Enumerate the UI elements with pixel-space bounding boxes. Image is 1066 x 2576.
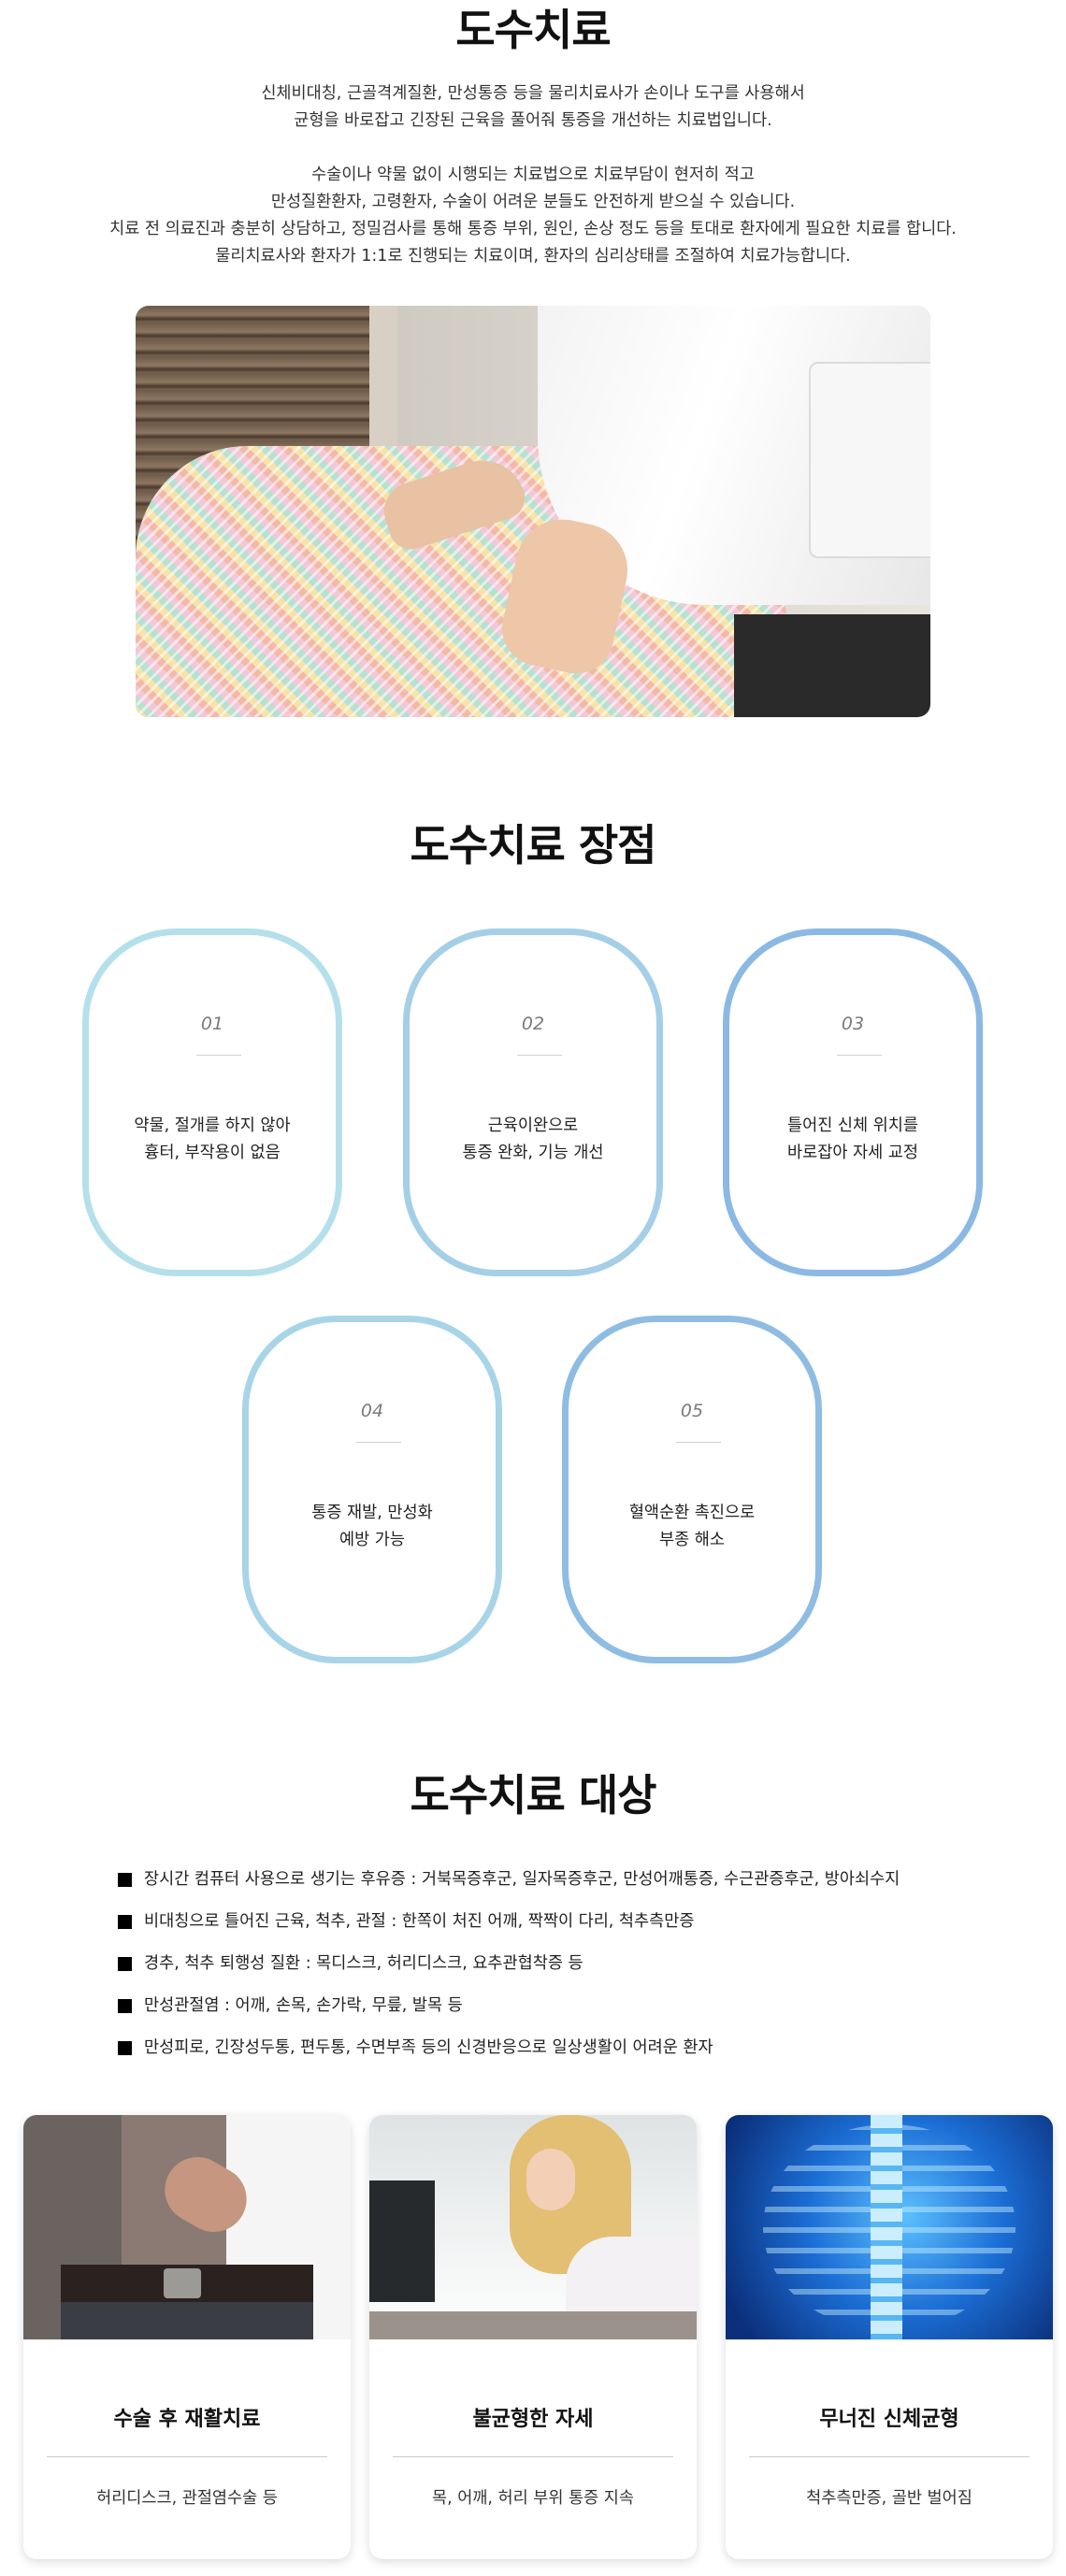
office-worker-photo: [369, 2115, 697, 2339]
divider: [393, 2456, 673, 2457]
target-card: 무너진 신체균형 척추측만증, 골반 벌어짐: [726, 2115, 1053, 2559]
target-card-subtitle: 척추측만증, 골반 벌어짐: [806, 2489, 972, 2508]
advantage-text: 통증 재발, 만성화 예방 가능: [311, 1504, 433, 1549]
target-card: 수술 후 재활치료 허리디스크, 관절염수술 등: [23, 2115, 351, 2559]
advantage-text: 틀어진 신체 위치를 바로잡아 자세 교정: [787, 1116, 918, 1162]
list-item: 만성관절염 : 어깨, 손목, 손가락, 무릎, 발목 등: [118, 1993, 959, 2035]
advantage-text: 약물, 절개를 하지 않아 흉터, 부작용이 없음: [134, 1116, 291, 1162]
advantage-number: 02: [521, 1014, 545, 1034]
advantage-card: 05 혈액순환 촉진으로 부종 해소: [562, 1316, 822, 1663]
advantage-text: 근육이완으로 통증 완화, 기능 개선: [462, 1116, 604, 1162]
advantage-number: 01: [200, 1014, 224, 1034]
target-card-title: 수술 후 재활치료: [113, 2408, 261, 2431]
intro-text: 신체비대칭, 근골격계질환, 만성통증 등을 물리치료사가 손이나 도구를 사용…: [37, 80, 1029, 270]
divider: [676, 1442, 721, 1443]
square-bullet-icon: [118, 1999, 132, 2013]
intro-line: 치료 전 의료진과 충분히 상담하고, 정밀검사를 통해 통증 부위, 원인, …: [109, 220, 957, 238]
list-item: 장시간 컴퓨터 사용으로 생기는 후유증 : 거북목증후군, 일자목증후군, 만…: [118, 1866, 959, 1908]
list-item: 만성피로, 긴장성두통, 편두통, 수면부족 등의 신경반응으로 일상생활이 어…: [118, 2035, 959, 2077]
divider: [837, 1055, 882, 1056]
square-bullet-icon: [118, 1957, 132, 1971]
intro-line: 신체비대칭, 근골격계질환, 만성통증 등을 물리치료사가 손이나 도구를 사용…: [261, 84, 805, 103]
square-bullet-icon: [118, 2041, 132, 2055]
square-bullet-icon: [118, 1873, 132, 1887]
intro-line: 균형을 바로잡고 긴장된 근육을 풀어줘 통증을 개선하는 치료법입니다.: [294, 111, 772, 130]
advantage-text: 혈액순환 촉진으로 부종 해소: [628, 1504, 756, 1549]
divider: [47, 2456, 327, 2457]
therapy-photo: [136, 306, 930, 717]
target-card-title: 무너진 신체균형: [819, 2408, 959, 2431]
spine-xray-photo: [726, 2115, 1053, 2339]
divider: [196, 1055, 241, 1056]
intro-line: 수술이나 약물 없이 시행되는 치료법으로 치료부담이 현저히 적고: [311, 165, 755, 184]
advantage-number: 03: [841, 1014, 865, 1034]
page-title: 도수치료: [455, 5, 611, 55]
divider: [356, 1442, 401, 1443]
target-card-subtitle: 허리디스크, 관절염수술 등: [96, 2489, 278, 2508]
divider: [749, 2456, 1030, 2457]
divider: [517, 1055, 562, 1056]
list-item: 비대칭으로 틀어진 근육, 척추, 관절 : 한쪽이 처진 어깨, 짝짝이 다리…: [118, 1908, 959, 1950]
targets-title: 도수치료 대상: [410, 1770, 657, 1820]
target-card: 불균형한 자세 목, 어깨, 허리 부위 통증 지속: [369, 2115, 697, 2559]
advantage-number: 04: [360, 1401, 384, 1421]
intro-line: 물리치료사와 환자가 1:1로 진행되는 치료이며, 환자의 심리상태를 조절하…: [215, 247, 851, 266]
target-list: 장시간 컴퓨터 사용으로 생기는 후유증 : 거북목증후군, 일자목증후군, 만…: [118, 1866, 959, 2077]
target-card-subtitle: 목, 어깨, 허리 부위 통증 지속: [431, 2489, 635, 2508]
advantage-card: 01 약물, 절개를 하지 않아 흉터, 부작용이 없음: [82, 928, 342, 1276]
advantages-title: 도수치료 장점: [410, 820, 657, 871]
advantage-card: 03 틀어진 신체 위치를 바로잡아 자세 교정: [723, 928, 983, 1276]
advantage-number: 05: [680, 1401, 704, 1421]
advantage-card: 04 통증 재발, 만성화 예방 가능: [242, 1316, 502, 1663]
square-bullet-icon: [118, 1915, 132, 1929]
target-card-title: 불균형한 자세: [472, 2408, 594, 2431]
list-item: 경추, 척추 퇴행성 질환 : 목디스크, 허리디스크, 요추관협착증 등: [118, 1950, 959, 1993]
advantage-card: 02 근육이완으로 통증 완화, 기능 개선: [403, 928, 663, 1276]
back-pain-photo: [23, 2115, 351, 2339]
intro-line: 만성질환환자, 고령환자, 수술이 어려운 분들도 안전하게 받으실 수 있습니…: [270, 193, 796, 211]
